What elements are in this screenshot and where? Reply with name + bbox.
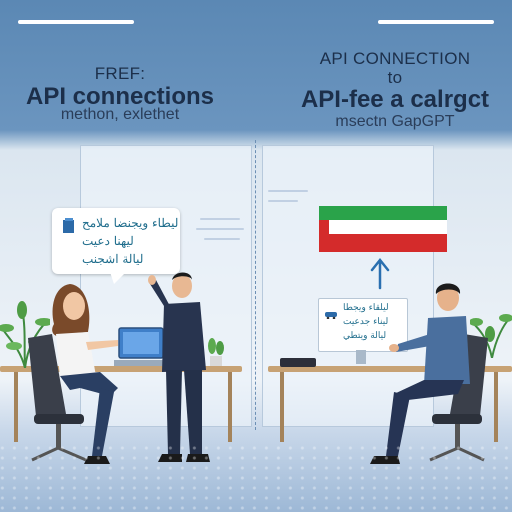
top-right-accent-bar	[378, 20, 494, 24]
left-headline-line2: API connections	[25, 83, 215, 110]
monitor-text-row: ليلقاء ويجطا	[343, 303, 389, 313]
bubble-text-row: ليطاء ويجنضا ملامح	[82, 216, 179, 230]
right-headline-line3: API-fee a calrgct	[300, 86, 490, 113]
up-arrow-icon	[370, 257, 390, 290]
standing-man-figure	[148, 272, 210, 462]
wall-line	[200, 218, 240, 220]
laptop-icon	[114, 327, 174, 366]
bubble-bullets	[88, 212, 96, 272]
wall-line	[268, 200, 298, 202]
right-monitor-screen: ليلقاء ويجطا ليناء جدعيت ليالة ويتطي	[318, 298, 408, 352]
right-office-window	[262, 145, 434, 427]
floor-texture	[0, 445, 512, 512]
wall-line	[204, 238, 240, 240]
right-monitor-stand	[356, 350, 366, 364]
left-desk-leg	[14, 372, 18, 442]
flag-icon	[319, 206, 447, 252]
bubble-text-row: ليهنا دعيت	[82, 234, 134, 248]
wall-line	[268, 190, 308, 192]
car-icon	[325, 312, 337, 319]
top-left-accent-bar	[18, 20, 134, 24]
right-headline-line4: msectn GapGPT	[335, 113, 455, 130]
right-desk-leg	[494, 372, 498, 442]
monitor-text-row: ليناء جدعيت	[343, 317, 389, 327]
document-icon	[63, 218, 74, 233]
bubble-text-row: ليالة اشجنب	[82, 252, 144, 266]
seated-woman-figure	[52, 284, 118, 464]
left-headline-line3: methon, exlethet	[60, 106, 180, 123]
plant-icon	[208, 338, 224, 366]
phone-icon	[280, 358, 316, 367]
left-headline-line1: FREF:	[94, 64, 146, 83]
right-headline-line2: to	[387, 68, 403, 87]
left-desk	[0, 366, 242, 372]
wall-line	[196, 228, 244, 230]
right-headline-line1: API CONNECTION	[319, 49, 471, 68]
speech-bubble: ليطاء ويجنضا ملامح ليهنا دعيت ليالة اشجن…	[52, 208, 180, 274]
seated-man-figure	[370, 283, 470, 464]
center-divider	[255, 140, 256, 430]
right-desk-leg	[280, 372, 284, 442]
monitor-text-row: ليالة ويتطي	[343, 331, 387, 341]
left-desk-leg	[228, 372, 232, 442]
bubble-tail	[110, 272, 126, 284]
office-chair-icon	[28, 334, 87, 462]
right-desk	[268, 366, 512, 372]
